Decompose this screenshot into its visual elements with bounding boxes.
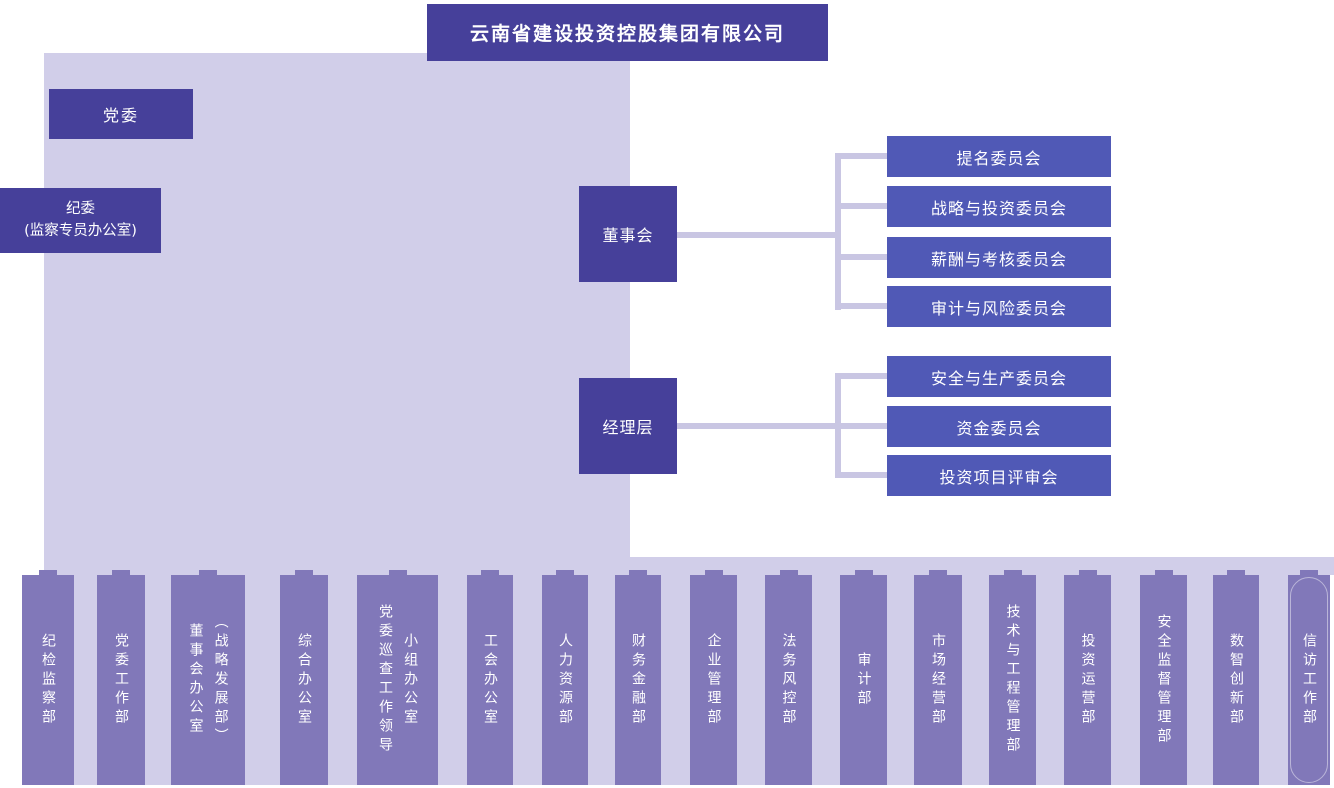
department-connector-stub (481, 570, 499, 575)
board-connector-trunk (835, 153, 841, 310)
department-label: 企业管理部 (705, 632, 722, 728)
department-connector-stub (1078, 570, 1097, 575)
board-of-directors-label: 董事会 (602, 226, 654, 245)
department-box-9: 企业管理部 (690, 570, 737, 785)
department-connector-stub (929, 570, 947, 575)
committee-label: 战略与投资委员会 (930, 198, 1067, 218)
department-connector-stub (295, 570, 313, 575)
department-connector-stub (556, 570, 574, 575)
discipline-committee-box: 纪委 (监察专员办公室) (0, 188, 161, 253)
department-box-1: 纪检监察部 (22, 570, 74, 785)
department-label: 法务风控部 (780, 632, 797, 728)
department-box-4: 综合办公室 (280, 570, 328, 785)
department-label: 安全监督管理部 (1155, 613, 1172, 747)
department-box-15: 安全监督管理部 (1140, 570, 1187, 785)
committee-label: 薪酬与考核委员会 (930, 249, 1067, 269)
department-label: 董事会办公室 (187, 623, 204, 737)
board-connector-stub-4 (835, 303, 887, 309)
department-label: 审计部 (855, 651, 872, 709)
board-committee-1: 提名委员会 (887, 136, 1111, 177)
department-connector-stub (1300, 570, 1318, 575)
board-committee-3: 薪酬与考核委员会 (887, 237, 1111, 278)
department-connector-stub (854, 570, 873, 575)
department-connector-stub (1003, 570, 1022, 575)
board-committee-2: 战略与投资委员会 (887, 186, 1111, 227)
department-box-17: 信访工作部 (1288, 570, 1330, 785)
department-label: 工会办公室 (482, 632, 499, 728)
department-label: 综合办公室 (296, 632, 313, 728)
department-label: 人力资源部 (557, 632, 574, 728)
department-connector-stub (779, 570, 798, 575)
company-title: 云南省建设投资控股集团有限公司 (469, 23, 785, 45)
department-connector-stub (39, 570, 57, 575)
management-layer-box: 经理层 (579, 378, 677, 474)
department-label: 党委工作部 (113, 632, 130, 728)
department-box-10: 法务风控部 (765, 570, 812, 785)
party-committee-box: 党委 (49, 89, 193, 139)
management-committee-2: 资金委员会 (887, 406, 1111, 447)
management-layer-label: 经理层 (602, 418, 654, 437)
board-connector-main (677, 232, 841, 238)
department-connector-stub (629, 570, 647, 575)
discipline-committee-label-line2: (监察专员办公室) (24, 222, 137, 239)
management-connector-stub-3 (835, 472, 887, 478)
board-of-directors-box: 董事会 (579, 186, 677, 282)
department-box-12: 市场经营部 (914, 570, 962, 785)
board-connector-stub-2 (835, 203, 887, 209)
department-label: （战略发展部） (212, 613, 229, 747)
department-box-5: 党委巡查工作领导小组办公室 (357, 570, 438, 785)
department-band (44, 575, 1330, 785)
management-committee-1: 安全与生产委员会 (887, 356, 1111, 397)
department-connector-stub (704, 570, 723, 575)
management-connector-main (677, 423, 841, 429)
department-connector-stub (1227, 570, 1245, 575)
department-box-3: 董事会办公室 （战略发展部） (171, 570, 245, 785)
company-title-box: 云南省建设投资控股集团有限公司 (427, 4, 828, 61)
board-committee-4: 审计与风险委员会 (887, 286, 1111, 327)
committee-label: 提名委员会 (956, 148, 1042, 168)
committee-label: 资金委员会 (956, 418, 1042, 438)
department-label: 投资运营部 (1079, 632, 1096, 728)
management-connector-stub-1 (835, 373, 887, 379)
department-connector-stub (199, 570, 217, 575)
committee-label: 安全与生产委员会 (930, 368, 1067, 388)
department-box-14: 投资运营部 (1064, 570, 1111, 785)
department-connector-stub (1154, 570, 1173, 575)
department-label: 数智创新部 (1228, 632, 1245, 728)
discipline-committee-label-line1: 纪委 (66, 201, 95, 218)
department-label: 党委巡查工作领导 (377, 604, 393, 756)
department-box-11: 审计部 (840, 570, 887, 785)
department-label: 纪检监察部 (40, 632, 57, 728)
department-label: 市场经营部 (930, 632, 947, 728)
department-box-7: 人力资源部 (542, 570, 588, 785)
department-box-6: 工会办公室 (467, 570, 513, 785)
board-connector-stub-1 (835, 153, 887, 159)
management-connector-stub-2 (835, 423, 887, 429)
committee-label: 审计与风险委员会 (930, 298, 1067, 318)
party-committee-label: 党委 (102, 106, 139, 125)
department-connector-stub (112, 570, 130, 575)
department-label: 技术与工程管理部 (1004, 604, 1021, 756)
department-label: 财务金融部 (630, 632, 647, 728)
department-box-16: 数智创新部 (1213, 570, 1259, 785)
department-box-13: 技术与工程管理部 (989, 570, 1036, 785)
department-box-8: 财务金融部 (615, 570, 661, 785)
department-label: 信访工作部 (1301, 632, 1318, 728)
committee-label: 投资项目评审会 (939, 467, 1059, 487)
department-label: 小组办公室 (402, 632, 419, 728)
department-connector-stub (388, 570, 407, 575)
department-band-top (44, 557, 1334, 575)
department-box-2: 党委工作部 (97, 570, 145, 785)
board-connector-stub-3 (835, 254, 887, 260)
management-committee-3: 投资项目评审会 (887, 455, 1111, 496)
